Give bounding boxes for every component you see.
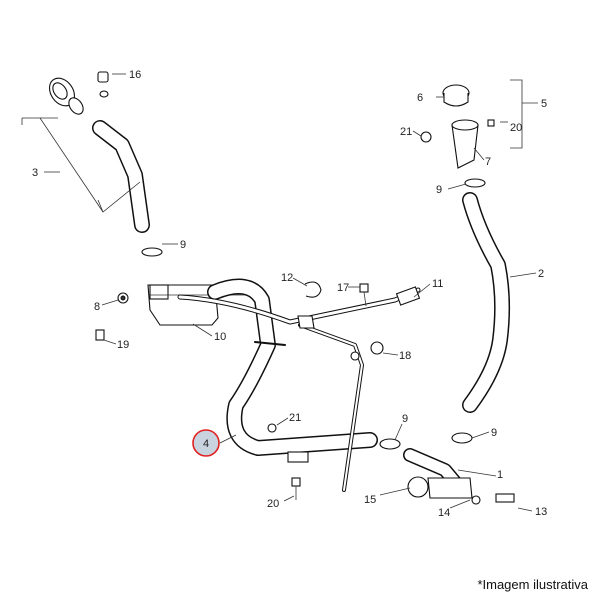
label-3: 3: [32, 167, 38, 179]
highlight-callout-4[interactable]: 4: [192, 429, 220, 457]
label-19: 19: [117, 339, 129, 351]
bolt-19: [95, 329, 105, 341]
vent-housing-10: [117, 284, 255, 326]
label-15: 15: [364, 494, 376, 506]
label-6: 6: [417, 92, 423, 104]
label-7: 7: [485, 156, 491, 168]
filler-neck-left: [48, 77, 163, 257]
label-9-left: 9: [180, 239, 186, 251]
label-9-top-right: 9: [436, 184, 442, 196]
illustrative-caption: *Imagem ilustrativa: [477, 577, 588, 592]
hose-4: [207, 278, 378, 463]
filler-cap-6: [442, 84, 470, 107]
label-1: 1: [497, 469, 503, 481]
hose-2: [462, 178, 511, 413]
leader-lines: [44, 73, 538, 512]
label-21-top: 21: [400, 126, 412, 138]
label-2: 2: [538, 268, 544, 280]
label-20-bottom: 20: [267, 498, 279, 510]
label-11: 11: [432, 278, 443, 290]
label-9-mid: 9: [402, 413, 408, 425]
label-10: 10: [214, 331, 226, 343]
label-12: 12: [281, 272, 293, 284]
plug-16: [97, 71, 109, 98]
label-18: 18: [399, 350, 411, 362]
label-17: 17: [337, 282, 349, 294]
bolt-20-bottom: [291, 477, 301, 500]
clip-18: [370, 341, 384, 355]
filler-neck-7: [420, 119, 495, 169]
label-16: 16: [129, 69, 141, 81]
label-21-left: 21: [289, 412, 301, 424]
clip-12: [304, 281, 322, 298]
bolt-17: [359, 283, 369, 307]
label-13: 13: [535, 506, 547, 518]
label-5: 5: [541, 98, 547, 110]
part-labels: 16 3 9 8 19 10 12 17 11 18 21 20 9 9 6 5…: [32, 69, 547, 519]
coolant-outlet-1: [379, 432, 515, 505]
label-14: 14: [438, 507, 450, 519]
highlight-ring: [192, 429, 220, 457]
label-20-top: 20: [510, 122, 522, 134]
label-4: 4: [203, 438, 209, 450]
label-9-right: 9: [491, 427, 497, 439]
vent-line-11: [177, 286, 421, 492]
label-8: 8: [94, 301, 100, 313]
